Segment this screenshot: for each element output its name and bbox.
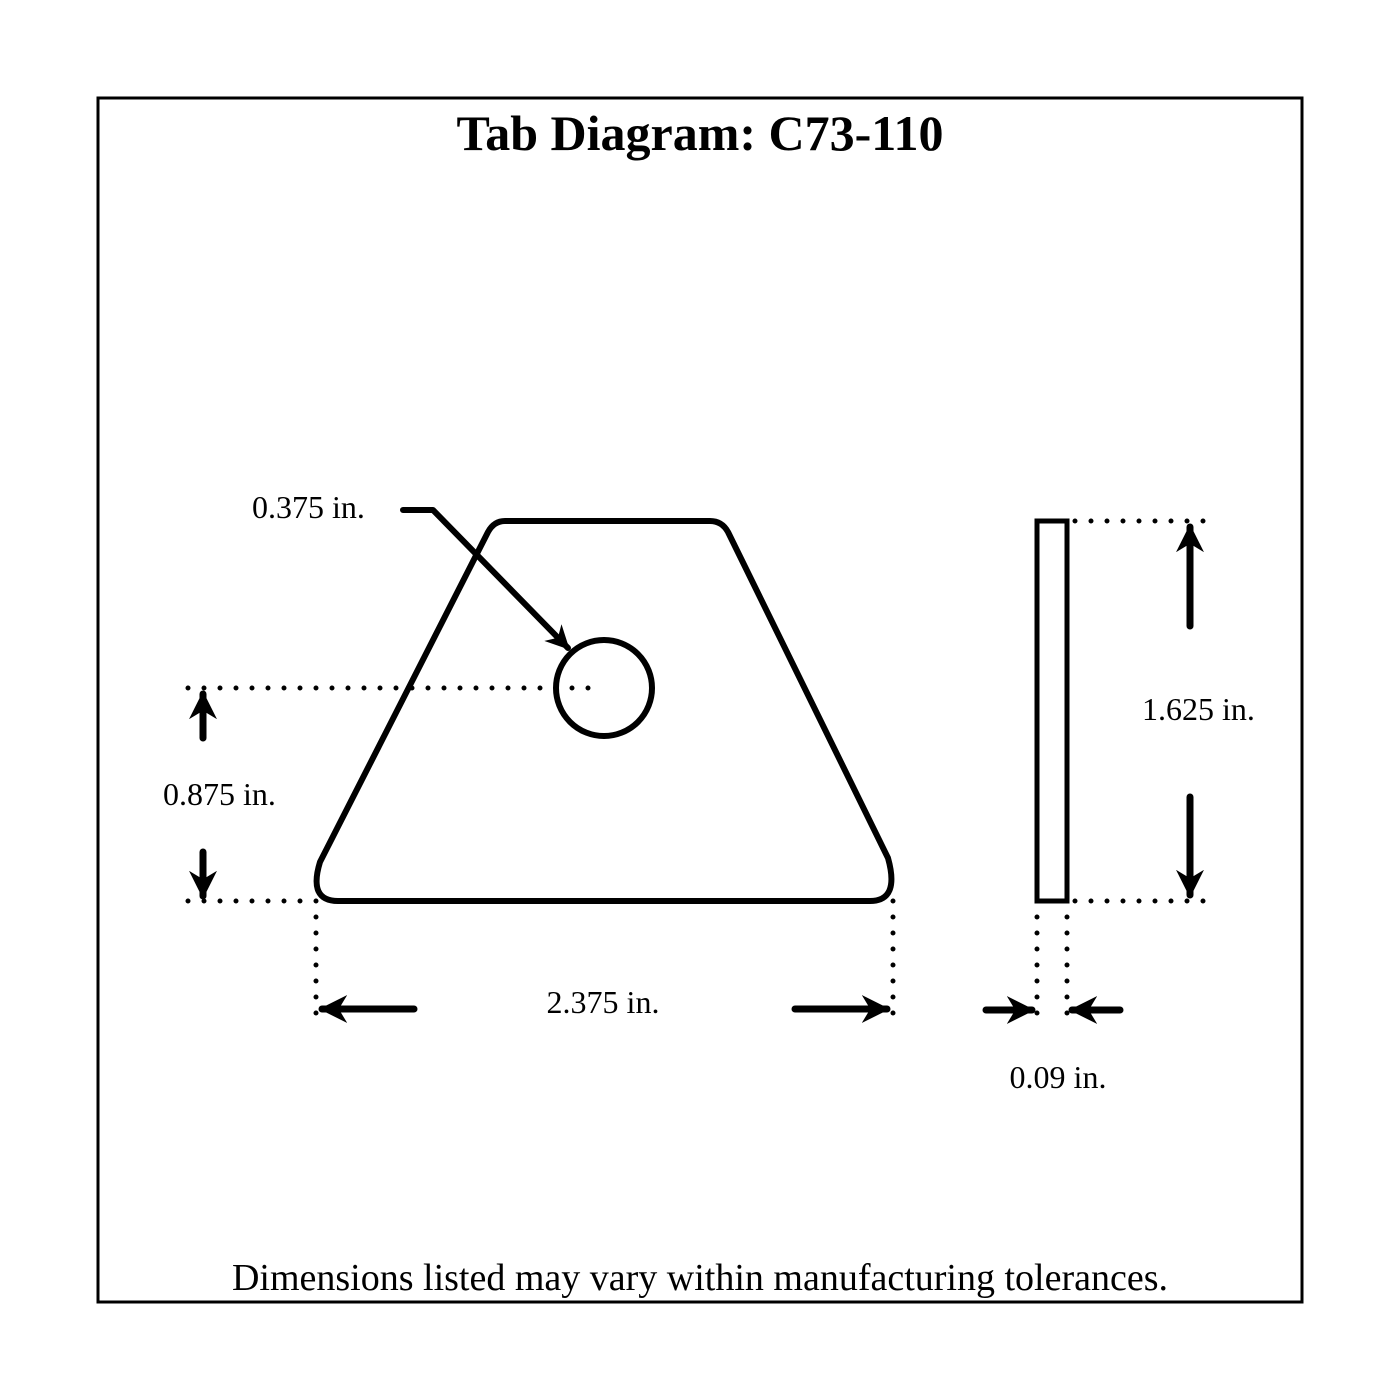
hole-leader-arrow: [400, 507, 571, 651]
tolerance-note: Dimensions listed may vary within manufa…: [232, 1257, 1168, 1299]
tab-side-view: [1034, 518, 1070, 904]
height-label: 1.625 in.: [1142, 691, 1255, 727]
frame-border: [96, 96, 1304, 1304]
hole-diameter-label: 0.375 in.: [252, 489, 365, 525]
hole-height-label: 0.875 in.: [163, 776, 276, 812]
tab-outline: [313, 518, 895, 904]
thickness-label: 0.09 in.: [1010, 1059, 1107, 1095]
diagram-title: Tab Diagram: C73-110: [456, 105, 943, 161]
width-label: 2.375 in.: [547, 984, 660, 1020]
